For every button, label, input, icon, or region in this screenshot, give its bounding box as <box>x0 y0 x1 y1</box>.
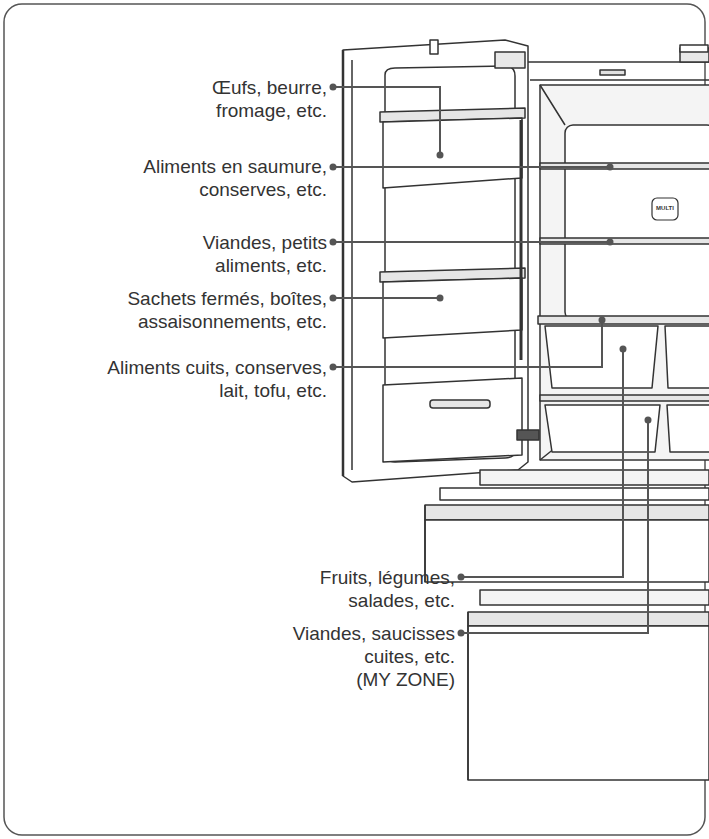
badge-text: MULTI <box>652 205 678 212</box>
leader-dots <box>330 84 652 637</box>
food-label: Aliments cuits, conserves, lait, tofu, e… <box>107 356 327 402</box>
fridge <box>343 40 709 780</box>
leader-lines <box>333 87 648 633</box>
food-label: Viandes, saucisses cuites, etc. (MY ZONE… <box>293 622 455 691</box>
food-label: Sachets fermés, boîtes, assaisonnements,… <box>127 287 327 333</box>
food-label: Viandes, petits aliments, etc. <box>203 231 327 277</box>
food-label: Œufs, beurre, fromage, etc. <box>212 76 327 122</box>
food-label: Fruits, légumes, salades, etc. <box>320 566 455 612</box>
badge-outline <box>652 198 678 220</box>
food-label: Aliments en saumure, conserves, etc. <box>143 155 327 201</box>
